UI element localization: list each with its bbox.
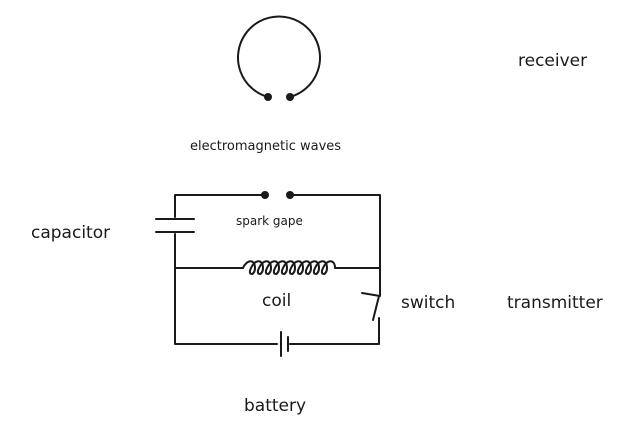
switch-contact-hook	[361, 285, 381, 297]
receiver-terminal-left	[264, 93, 272, 101]
capacitor-label: capacitor	[31, 223, 111, 243]
switch-label: switch	[401, 293, 456, 313]
left-wire	[174, 233, 278, 345]
receiver-loop	[237, 15, 321, 98]
top-wire-left	[174, 194, 263, 218]
receiver-terminal-right	[286, 93, 294, 101]
switch-blade	[372, 295, 380, 321]
receiver-label: receiver	[518, 51, 588, 71]
spark-gap-label: spark gape	[236, 214, 303, 228]
switch-lower-lead	[289, 317, 380, 345]
spark-gap-ball-right	[286, 191, 294, 199]
battery-label: battery	[244, 396, 307, 416]
spark-gap-ball-left	[261, 191, 269, 199]
coil	[242, 260, 336, 275]
top-wire-right	[292, 194, 381, 269]
electromagnetic-waves-label: electromagnetic waves	[190, 139, 342, 154]
coil-label: coil	[262, 291, 292, 311]
transmitter-label: transmitter	[507, 293, 603, 313]
